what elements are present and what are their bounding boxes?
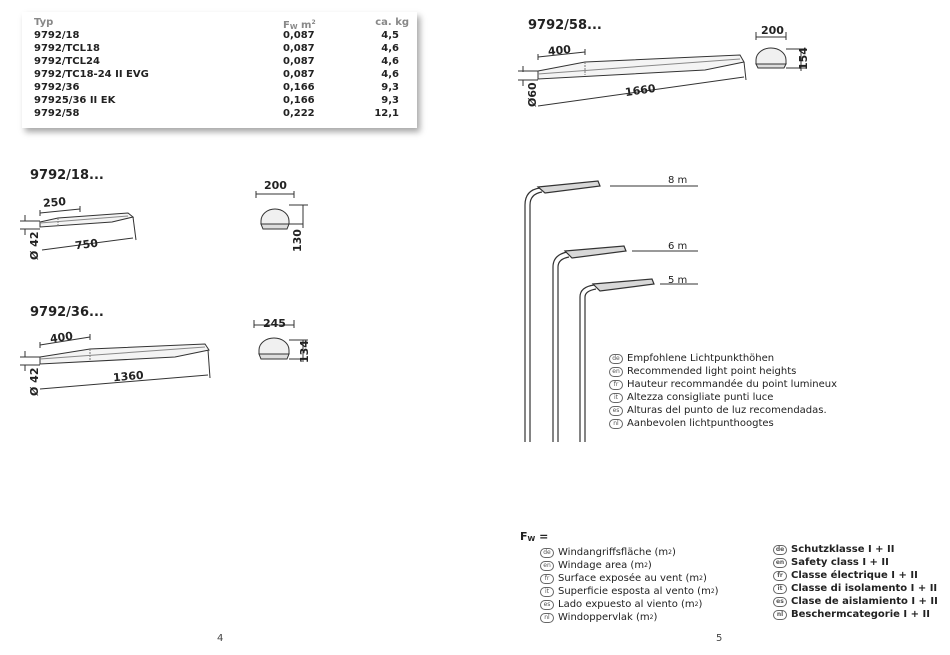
dim-1360: 1360 xyxy=(112,368,145,385)
fw-title: FW = xyxy=(520,530,549,543)
table-row: 9792/TCL18 0,087 4,6 xyxy=(34,43,399,54)
lang-badge: de xyxy=(609,353,623,364)
pole-8m xyxy=(524,180,698,442)
lang-badge: it xyxy=(540,586,554,597)
lang-badge: en xyxy=(540,560,554,571)
pole-5m xyxy=(579,278,698,442)
luminaire-36-end-view xyxy=(253,320,308,362)
dim-134: 134 xyxy=(298,340,311,363)
lang-badge: fr xyxy=(609,379,623,390)
title-9792-18: 9792/18... xyxy=(30,168,104,183)
pole-6m xyxy=(552,245,698,442)
lang-badge: fr xyxy=(773,570,787,581)
dim-dia-42: Ø 42 xyxy=(28,231,41,261)
height-6m: 6 m xyxy=(668,241,688,252)
page-number-left: 4 xyxy=(217,633,224,644)
lang-badge: es xyxy=(773,596,787,607)
lang-badge: es xyxy=(609,405,623,416)
lang-badge: en xyxy=(773,557,787,568)
dim-dia-60: Ø60 xyxy=(526,82,539,107)
luminaire-36-side-view xyxy=(20,334,211,390)
dim-200: 200 xyxy=(264,179,287,192)
luminaire-58-end-view xyxy=(755,32,806,71)
luminaire-18-side-view xyxy=(20,206,137,251)
header-fw: FW m2 xyxy=(283,19,316,31)
lang-badge: it xyxy=(773,583,787,594)
dim-154: 154 xyxy=(797,47,810,70)
lang-badge: nl xyxy=(773,609,787,620)
table-row: 9792/18 0,087 4,5 xyxy=(34,30,399,41)
luminaire-58-side-view xyxy=(518,49,747,107)
dim-dia-42: Ø 42 xyxy=(28,367,41,397)
table-row: 9792/TCL24 0,087 4,6 xyxy=(34,56,399,67)
spec-table: Typ FW m2 ca. kg 9792/18 0,087 4,5 9792/… xyxy=(22,12,417,128)
lang-badge: nl xyxy=(540,612,554,623)
dim-245: 245 xyxy=(263,317,286,330)
table-row: 9792/58 0,222 12,1 xyxy=(34,108,399,119)
table-header: Typ FW m2 ca. kg xyxy=(34,16,409,31)
page-number-right: 5 xyxy=(716,633,723,644)
title-9792-36: 9792/36... xyxy=(30,305,104,320)
header-kg: ca. kg xyxy=(375,17,409,28)
dim-400: 400 xyxy=(547,42,572,59)
table-row: 97925/36 II EK 0,166 9,3 xyxy=(34,95,399,106)
lang-badge: fr xyxy=(540,573,554,584)
height-8m: 8 m xyxy=(668,175,688,186)
title-9792-58: 9792/58... xyxy=(528,18,602,33)
lang-badge: es xyxy=(540,599,554,610)
dim-250: 250 xyxy=(42,195,67,210)
table-row: 9792/TC18-24 II EVG 0,087 4,6 xyxy=(34,69,399,80)
lang-badge: it xyxy=(609,392,623,403)
dim-200: 200 xyxy=(761,24,784,37)
dim-750: 750 xyxy=(74,236,99,253)
height-5m: 5 m xyxy=(668,275,688,286)
lang-badge: de xyxy=(540,547,554,558)
luminaire-18-end-view xyxy=(255,191,308,230)
header-typ: Typ xyxy=(34,17,54,28)
lang-badge: de xyxy=(773,544,787,555)
dim-130: 130 xyxy=(291,229,304,252)
table-row: 9792/36 0,166 9,3 xyxy=(34,82,399,93)
lang-badge: en xyxy=(609,366,623,377)
lang-badge: nl xyxy=(609,418,623,429)
